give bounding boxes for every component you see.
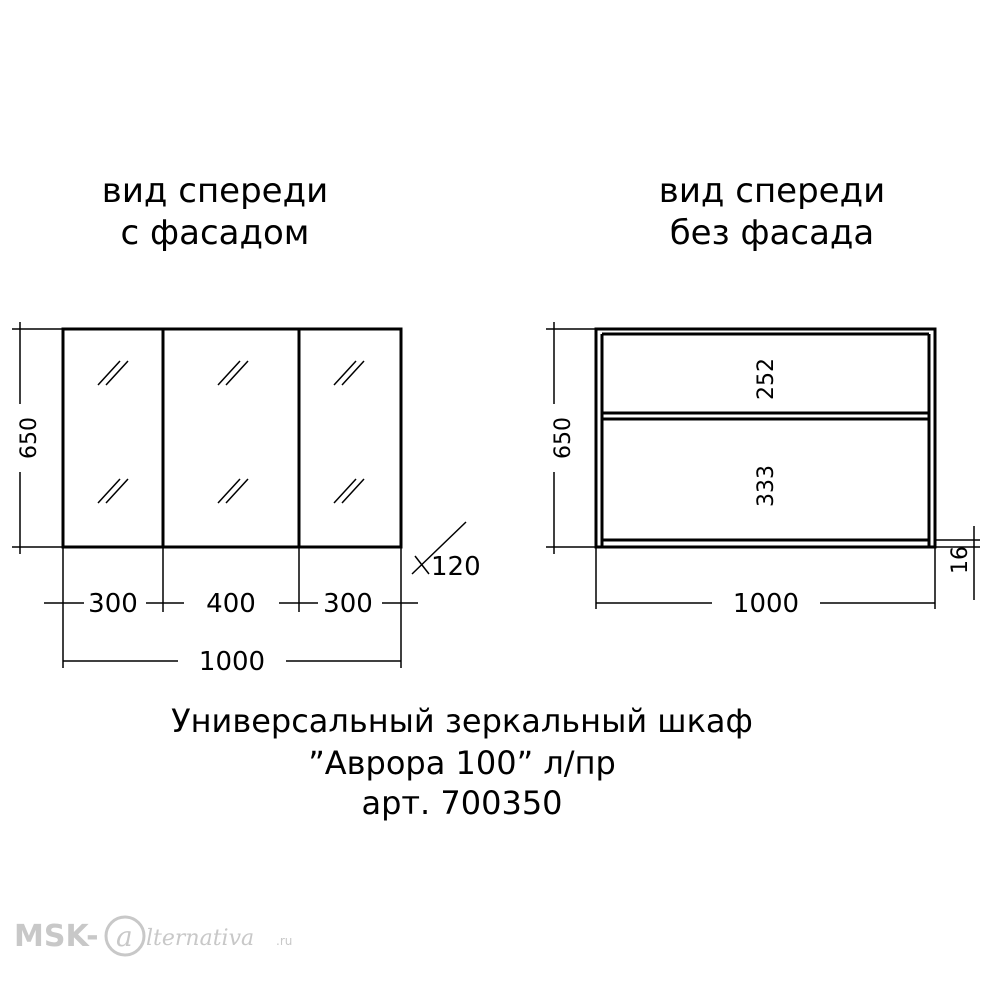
right-cabinet: 252 333 [594,327,937,549]
left-total-width-label: 1000 [199,647,265,677]
left-view-title-line2: с фасадом [121,213,310,253]
left-height-dimension: 650 [12,322,63,554]
brand-suffix: lternativa [146,926,254,951]
plinth-label: 16 [948,546,973,574]
right-view-title-line2: без фасада [670,213,875,253]
shelf-upper-label: 252 [754,358,779,400]
shelf-lower-label: 333 [754,465,779,507]
mirror-marks [97,360,365,504]
left-total-width-dimension: 1000 [63,647,401,677]
plinth-dimension: 16 [935,526,980,600]
right-height-label: 650 [551,417,576,459]
left-cabinet [61,327,403,549]
brand-tld: .ru [276,934,292,948]
right-total-width-label: 1000 [733,589,799,619]
left-view-title-line1: вид спереди [102,171,328,211]
brand-at-icon [104,915,146,957]
left-height-label: 650 [17,417,42,459]
width-middle-label: 400 [206,589,256,619]
width-left-label: 300 [88,589,138,619]
depth-dimension: 120 [411,521,481,582]
svg-text:a: a [116,920,133,953]
brand-watermark: MSK- a lternativa .ru [14,915,292,957]
right-total-width-dimension: 1000 [595,547,936,619]
width-right-label: 300 [323,589,373,619]
section-width-dimension: 300 400 300 [44,547,418,668]
caption-model: ”Аврора 100” л/пр [308,744,616,782]
left-cabinet-outline [61,327,403,549]
right-cabinet-outline [594,327,937,549]
right-view-title-line1: вид спереди [659,171,885,211]
right-height-dimension: 650 [546,322,596,554]
caption-product-name: Универсальный зеркальный шкаф [171,702,753,740]
depth-label: 120 [431,552,481,582]
brand-prefix: MSK- [14,919,99,954]
caption-article: арт. 700350 [361,784,562,822]
